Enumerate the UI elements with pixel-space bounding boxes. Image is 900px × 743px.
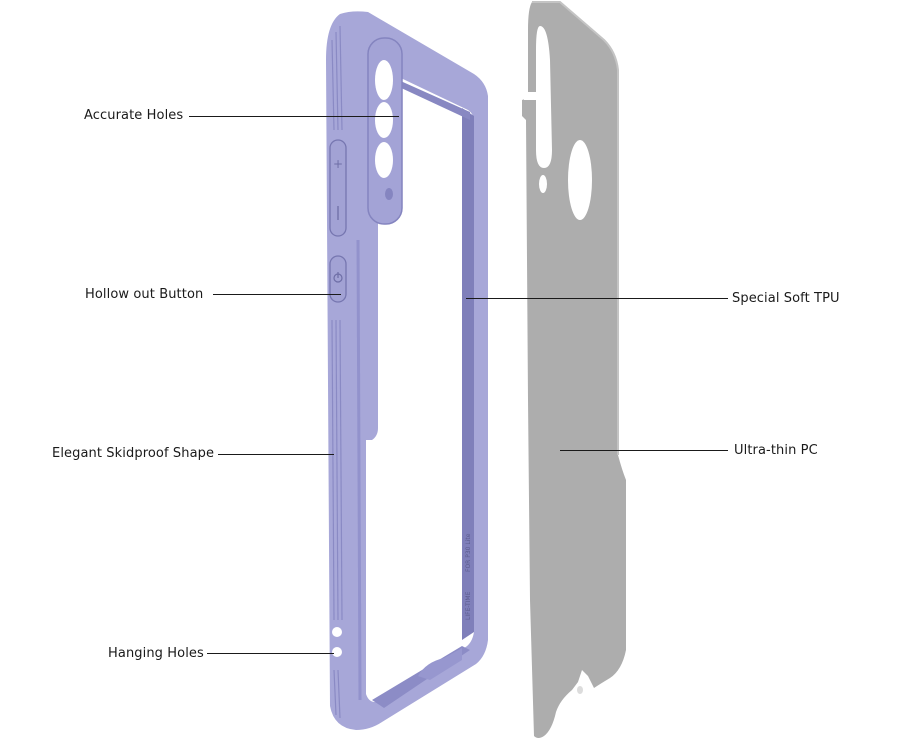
svg-text:+: + xyxy=(333,157,343,171)
callout-special-soft-tpu: Special Soft TPU xyxy=(732,291,840,306)
volume-button: + xyxy=(329,139,347,237)
callout-elegant-skidproof-shape: Elegant Skidproof Shape xyxy=(52,446,215,461)
leader-line xyxy=(466,298,728,299)
leader-line xyxy=(560,450,728,451)
tpu-frame: + LIFE-TIME FOR P30 Lite xyxy=(326,11,488,731)
callout-accurate-holes: Accurate Holes xyxy=(84,108,184,123)
hanging-holes xyxy=(332,627,342,657)
leader-line xyxy=(218,454,334,455)
leader-line xyxy=(207,653,334,654)
callout-hollow-out-button: Hollow out Button xyxy=(85,287,204,302)
frame-inner-text: LIFE-TIME FOR P30 Lite xyxy=(465,533,472,620)
callout-ultra-thin-pc: Ultra-thin PC xyxy=(734,443,818,458)
leader-line xyxy=(189,116,399,117)
camera-cutout-ring xyxy=(367,37,403,225)
leader-line xyxy=(213,294,341,295)
pc-back-plate xyxy=(522,1,626,738)
power-button xyxy=(329,255,347,303)
svg-text:LIFE-TIME: LIFE-TIME xyxy=(465,591,472,620)
svg-text:FOR P30 Lite: FOR P30 Lite xyxy=(465,533,472,572)
callout-hanging-holes: Hanging Holes xyxy=(108,646,204,661)
